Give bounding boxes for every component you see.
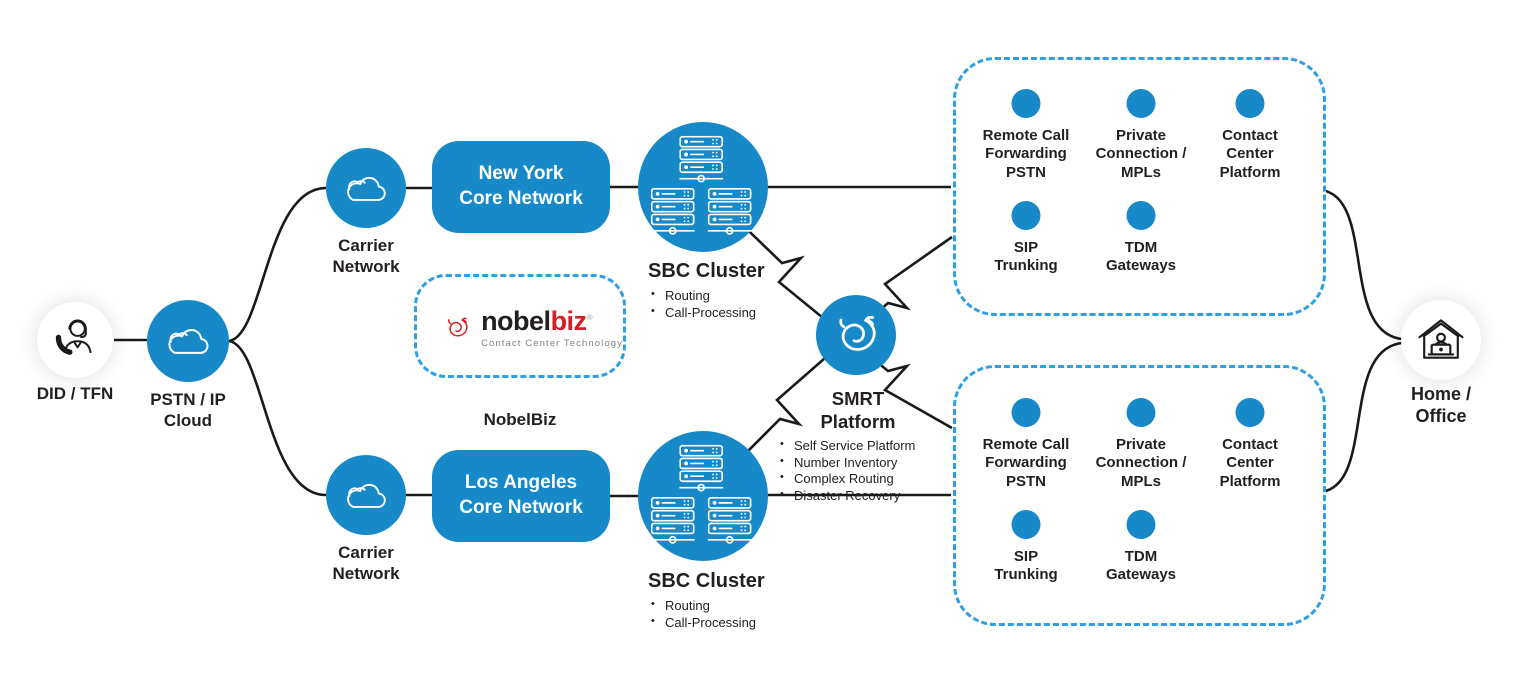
service-label-remote-call-forwarding: Remote Call Forwarding PSTN xyxy=(982,127,1070,181)
cloud-icon xyxy=(159,319,217,363)
service-dot xyxy=(1126,201,1156,230)
agent-headset-phone-icon xyxy=(55,319,92,355)
service-dot xyxy=(1011,510,1041,539)
smrt-bullet: Disaster Recovery xyxy=(777,488,953,503)
server-stack-icon xyxy=(650,444,753,544)
did-tfn-label: DID / TFN xyxy=(36,384,114,403)
smrt-bullet: Self Service Platform xyxy=(777,438,953,453)
nobelbiz-wordmark-wrap: nobelbiz® Contact Center Technology xyxy=(481,305,623,349)
smrt-bullet: Complex Routing xyxy=(777,471,953,486)
carrier-network-bottom-label: Carrier Network xyxy=(332,543,400,583)
sbc-cluster-bottom-text: SBC Cluster Routing Call-Processing xyxy=(648,570,765,631)
home-office-label: Home / Office xyxy=(1410,384,1471,426)
sbc-cluster-bottom-title: SBC Cluster xyxy=(648,570,765,592)
dragon-icon xyxy=(443,303,471,353)
service-label-remote-call-forwarding: Remote Call Forwarding PSTN xyxy=(982,436,1070,490)
service-label-tdm-gateways: TDM Gateways xyxy=(1105,548,1177,584)
carrier-network-top-label: Carrier Network xyxy=(332,236,400,276)
new-york-core-network-box: New York Core Network xyxy=(432,141,610,233)
service-dot xyxy=(1235,398,1265,427)
sbc-cluster-bottom-bullets: Routing Call-Processing xyxy=(648,598,765,630)
los-angeles-core-network-box: Los Angeles Core Network xyxy=(432,450,610,542)
nobelbiz-logo: nobelbiz® Contact Center Technology xyxy=(417,277,623,353)
server-stack-icon xyxy=(650,135,753,235)
service-dot xyxy=(1126,89,1156,118)
nobelbiz-wordmark: nobelbiz® xyxy=(481,305,623,336)
sbc-cluster-top-title: SBC Cluster xyxy=(648,260,765,282)
nobelbiz-tagline: Contact Center Technology xyxy=(481,337,623,349)
service-label-private-connection: Private Connection / MPLs xyxy=(1095,127,1187,181)
sbc-cluster-top-node xyxy=(638,122,768,252)
wire-boxtop-home xyxy=(1320,188,1403,341)
service-dot xyxy=(1011,89,1041,118)
cloud-icon xyxy=(338,474,394,517)
smrt-platform-node xyxy=(816,295,896,375)
carrier-network-top-node xyxy=(326,148,406,228)
smrt-platform-bullets: Self Service Platform Number Inventory C… xyxy=(777,438,953,503)
service-dot xyxy=(1235,89,1265,118)
sbc-cluster-top-bullets: Routing Call-Processing xyxy=(648,288,765,320)
dragon-icon xyxy=(830,309,882,361)
service-dot xyxy=(1011,201,1041,230)
pstn-ip-cloud-node xyxy=(147,300,229,382)
smrt-platform-text: SMRT Platform Self Service Platform Numb… xyxy=(763,387,953,504)
nobelbiz-caption: NobelBiz xyxy=(483,410,557,429)
wire-pstn-carrier-top xyxy=(228,186,327,343)
service-label-private-connection: Private Connection / MPLs xyxy=(1095,436,1187,490)
wordmark-biz: biz xyxy=(550,305,588,336)
sbc-bullet: Routing xyxy=(648,288,765,303)
service-label-tdm-gateways: TDM Gateways xyxy=(1105,239,1177,275)
sbc-bullet: Call-Processing xyxy=(648,615,765,630)
wordmark-nobel: nobel xyxy=(481,305,551,336)
service-label-contact-center: Contact Center Platform xyxy=(1219,436,1281,490)
service-dot xyxy=(1011,398,1041,427)
service-label-sip-trunking: SIP Trunking xyxy=(994,548,1058,584)
sbc-bullet: Call-Processing xyxy=(648,305,765,320)
sbc-cluster-bottom-node xyxy=(638,431,768,561)
pstn-ip-cloud-label: PSTN / IP Cloud xyxy=(150,390,226,430)
service-dot xyxy=(1126,398,1156,427)
sbc-bullet: Routing xyxy=(648,598,765,613)
service-label-sip-trunking: SIP Trunking xyxy=(994,239,1058,275)
wire-boxbottom-home xyxy=(1320,341,1403,494)
service-label-contact-center: Contact Center Platform xyxy=(1219,127,1281,181)
carrier-network-bottom-node xyxy=(326,455,406,535)
smrt-bullet: Number Inventory xyxy=(777,455,953,470)
cloud-icon xyxy=(338,167,394,210)
did-tfn-node xyxy=(37,302,113,378)
smrt-platform-title: SMRT Platform xyxy=(820,388,896,433)
wordmark-reg-mark: ® xyxy=(586,312,593,322)
home-office-icon xyxy=(1418,319,1464,359)
wire-pstn-carrier-bottom xyxy=(228,339,327,497)
service-dot xyxy=(1126,510,1156,539)
nobelbiz-logo-box: nobelbiz® Contact Center Technology xyxy=(414,274,626,378)
sbc-cluster-top-text: SBC Cluster Routing Call-Processing xyxy=(648,260,765,321)
home-office-node xyxy=(1401,300,1481,380)
